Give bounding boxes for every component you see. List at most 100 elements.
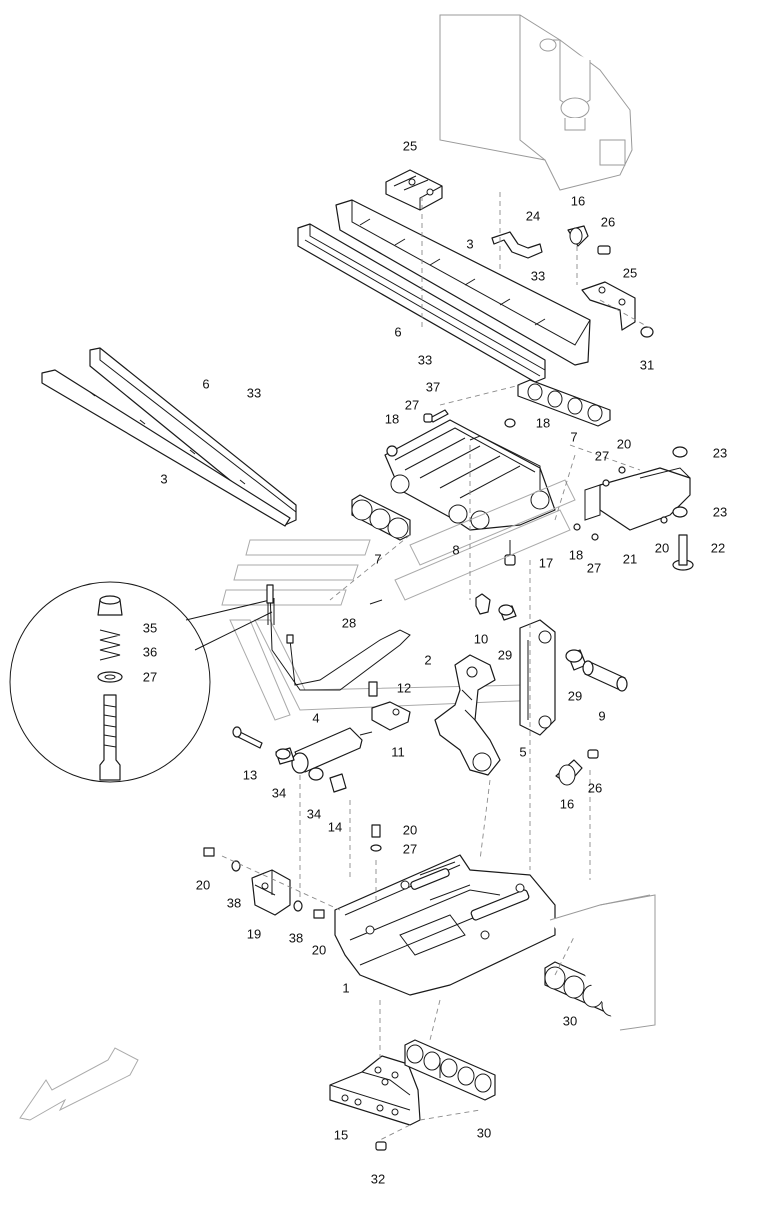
callout-5: 5 — [519, 744, 526, 759]
callout-30: 30 — [563, 1013, 577, 1028]
callout-18: 18 — [536, 415, 550, 430]
bolt-part-12 — [368, 681, 378, 697]
nut-part-23-upper — [672, 446, 688, 458]
callout-27: 27 — [405, 397, 419, 412]
bolt-part-20-left — [203, 847, 215, 857]
pin-part-13 — [232, 726, 263, 749]
direction-arrow-icon — [19, 1047, 139, 1121]
callout-27: 27 — [587, 560, 601, 575]
bushing-part-34-left — [275, 747, 295, 765]
callout-31: 31 — [640, 357, 654, 372]
callout-2: 2 — [424, 652, 431, 667]
bolt-part-37 — [423, 409, 449, 423]
callout-26: 26 — [588, 780, 602, 795]
callout-38: 38 — [227, 895, 241, 910]
callout-3: 3 — [160, 471, 167, 486]
pin-part-9 — [582, 660, 628, 692]
callout-23: 23 — [713, 445, 727, 460]
callout-33: 33 — [418, 352, 432, 367]
callout-33: 33 — [531, 268, 545, 283]
rail-part-6-upper — [297, 223, 546, 383]
clamp-part-24 — [491, 231, 543, 259]
clip-part-10 — [475, 593, 491, 615]
bolt-part-26-lower — [587, 749, 599, 759]
wear-pad-part-7-lower — [351, 494, 411, 541]
callout-27: 27 — [595, 448, 609, 463]
arm-part-2 — [434, 654, 501, 776]
side-panel-outline — [549, 894, 656, 1031]
nut-part-23-lower — [672, 506, 688, 518]
callout-34: 34 — [272, 785, 286, 800]
bracket-part-25-right — [581, 281, 636, 331]
callout-14: 14 — [328, 819, 342, 834]
mounting-housing — [439, 14, 633, 191]
callout-37: 37 — [426, 379, 440, 394]
callout-38: 38 — [289, 930, 303, 945]
callout-20: 20 — [617, 436, 631, 451]
nut-part-18-left — [386, 445, 398, 457]
callout-9: 9 — [598, 708, 605, 723]
rail-part-6-lower — [89, 347, 297, 526]
callout-34: 34 — [307, 806, 321, 821]
guide-part-21 — [584, 467, 691, 531]
nut-part-31 — [640, 326, 654, 338]
callout-21: 21 — [623, 551, 637, 566]
wear-pad-part-7-upper — [517, 379, 611, 427]
pin-part-22 — [672, 534, 694, 571]
washer-part-20-lower — [660, 516, 668, 524]
rail-part-3-upper — [335, 199, 591, 366]
bolt-part-20-right — [313, 909, 325, 919]
callout-36: 36 — [143, 644, 157, 659]
detail-inset — [9, 581, 273, 783]
callout-7: 7 — [374, 551, 381, 566]
callout-25: 25 — [403, 138, 417, 153]
callout-28: 28 — [342, 615, 356, 630]
bushing-part-34-right — [308, 767, 324, 781]
callout-6: 6 — [394, 324, 401, 339]
washer-part-20-upper — [618, 466, 626, 474]
bolt-part-26-top — [597, 245, 611, 255]
bushing-part-29-lower — [565, 649, 587, 671]
callout-16: 16 — [560, 796, 574, 811]
callout-20: 20 — [196, 877, 210, 892]
callout-35: 35 — [143, 620, 157, 635]
callout-29: 29 — [498, 647, 512, 662]
cone-pin-part-16-top — [567, 225, 589, 247]
callout-27: 27 — [403, 841, 417, 856]
cone-pin-part-16-lower — [555, 759, 583, 786]
wear-pad-part-30-lower — [404, 1039, 496, 1101]
callout-3: 3 — [466, 236, 473, 251]
rail-part-3-lower — [41, 369, 291, 527]
washer-part-38-left — [231, 860, 241, 872]
callout-23: 23 — [713, 504, 727, 519]
assembly-lines — [221, 192, 651, 1141]
callout-6: 6 — [202, 376, 209, 391]
callout-25: 25 — [623, 265, 637, 280]
washer-part-38-right — [293, 900, 303, 912]
bushing-part-29-upper — [498, 604, 517, 621]
callout-18: 18 — [385, 411, 399, 426]
watermark-logo — [221, 479, 576, 721]
callout-29: 29 — [568, 688, 582, 703]
bolt-part-17 — [504, 540, 516, 566]
callout-7: 7 — [570, 429, 577, 444]
callout-30: 30 — [477, 1125, 491, 1140]
washer-part-27-upper — [602, 479, 610, 487]
block-part-11 — [371, 701, 411, 731]
frame-part-1 — [334, 854, 556, 996]
bracket-part-25-top — [385, 169, 443, 211]
bolt-part-32 — [375, 1141, 387, 1151]
callout-24: 24 — [526, 208, 540, 223]
cylinder-part-4 — [291, 727, 373, 774]
plate-part-15 — [329, 1055, 421, 1126]
callout-33: 33 — [247, 385, 261, 400]
callout-18: 18 — [569, 547, 583, 562]
callout-8: 8 — [452, 542, 459, 557]
nut-part-18-top — [504, 418, 516, 428]
callout-10: 10 — [474, 631, 488, 646]
callout-4: 4 — [312, 710, 319, 725]
callout-26: 26 — [601, 214, 615, 229]
washer-part-27-lower — [591, 533, 599, 541]
washer-part-27-center — [370, 844, 382, 852]
